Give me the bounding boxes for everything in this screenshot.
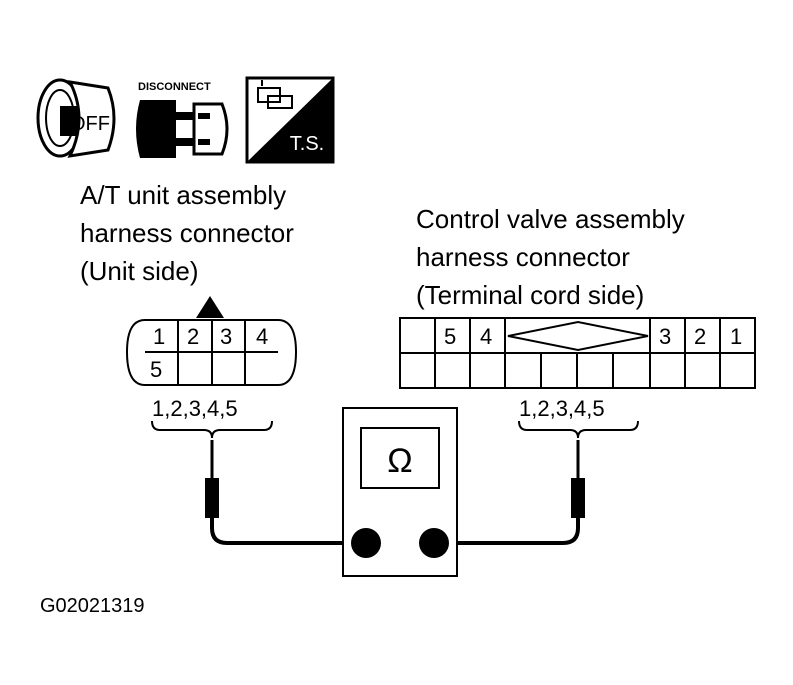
ohmmeter: Ω (342, 407, 458, 577)
meter-terminal-right (419, 528, 449, 558)
left-connector: 1 2 3 4 5 (125, 296, 298, 386)
left-terminal-2: 2 (187, 324, 199, 349)
disconnect-icon: DISCONNECT (136, 81, 229, 158)
figure-code: G02021319 (40, 595, 145, 617)
meter-display (360, 427, 440, 489)
right-probe-brace (518, 420, 639, 439)
meter-terminal-left (351, 528, 381, 558)
tester-icon: T.S. (245, 76, 335, 164)
left-terminal-4: 4 (256, 324, 268, 349)
tester-label: T.S. (290, 133, 324, 155)
right-terminal-5: 5 (444, 324, 456, 349)
left-connector-title-line-2: harness connector (80, 218, 294, 248)
right-terminal-2: 2 (694, 324, 706, 349)
right-terminal-3: 3 (659, 324, 671, 349)
left-probe-brace (151, 420, 273, 439)
disconnect-label: DISCONNECT (138, 81, 211, 93)
right-probe-label: 1,2,3,4,5 (519, 396, 605, 421)
left-connector-title-line-3: (Unit side) (80, 256, 198, 286)
left-terminal-1: 1 (153, 324, 165, 349)
left-probe-label: 1,2,3,4,5 (152, 396, 238, 421)
left-connector-title-line-1: A/T unit assembly (80, 180, 286, 210)
left-terminal-3: 3 (220, 324, 232, 349)
ignition-off-label: OFF (70, 113, 110, 135)
right-connector-title-line-3: (Terminal cord side) (416, 280, 644, 310)
ohm-symbol: Ω (387, 442, 412, 480)
right-connector-title-line-1: Control valve assembly (416, 204, 685, 234)
right-connector-title-line-2: harness connector (416, 242, 630, 272)
right-connector: 5 4 3 2 1 (399, 317, 756, 389)
left-terminal-5: 5 (150, 357, 162, 382)
right-test-probe (452, 440, 585, 545)
right-terminal-1: 1 (730, 324, 742, 349)
ignition-off-icon: OFF (36, 78, 116, 158)
right-terminal-4: 4 (480, 324, 492, 349)
left-test-probe (205, 440, 348, 545)
